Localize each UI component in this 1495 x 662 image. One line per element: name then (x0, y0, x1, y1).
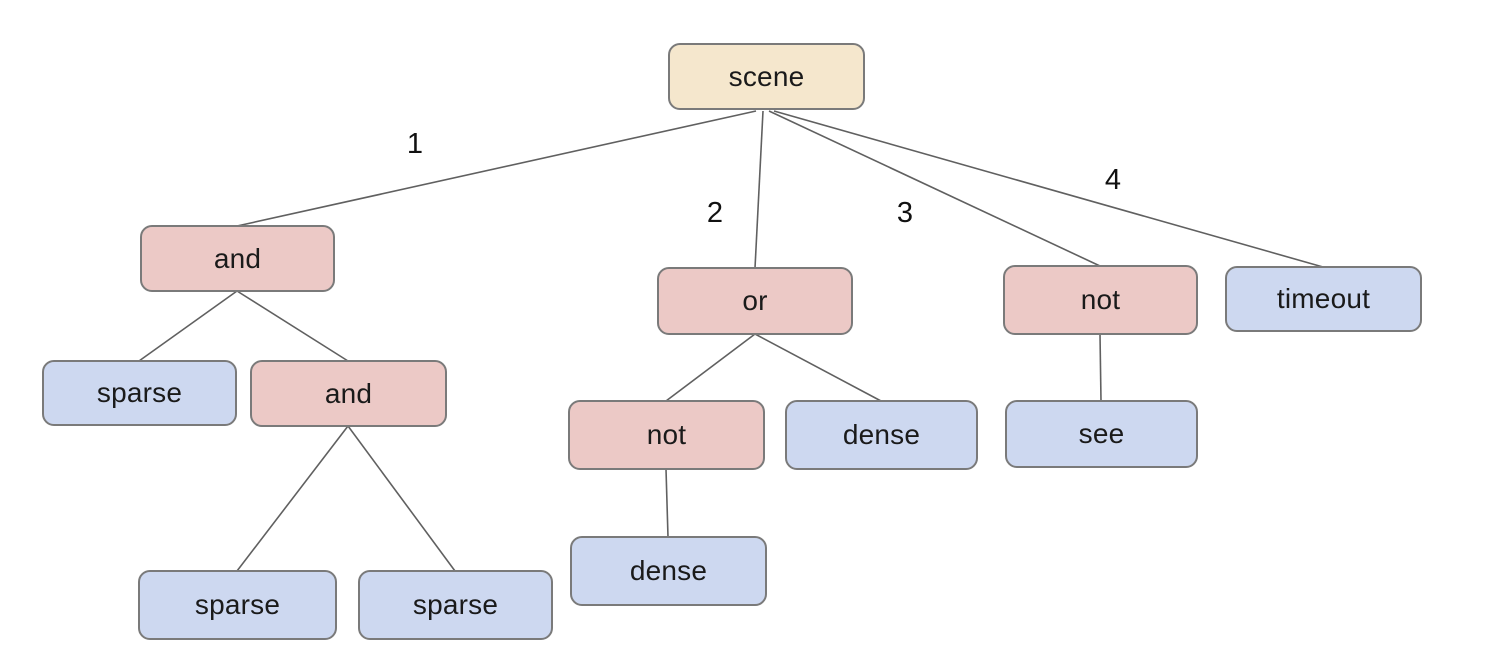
node-dense-2: dense (570, 536, 767, 606)
edge-scene-timeout (773, 110, 1324, 268)
node-or: or (657, 267, 853, 335)
node-sparse-3: sparse (358, 570, 553, 640)
node-see: see (1005, 400, 1198, 468)
edge-scene-or (754, 110, 764, 269)
edge-label-3: 3 (896, 197, 914, 229)
node-timeout: timeout (1225, 266, 1422, 332)
edge-and-sparse (138, 290, 238, 362)
node-scene: scene (668, 43, 865, 110)
edge-and2-sparse-right (347, 425, 456, 572)
node-sparse-1: sparse (42, 360, 237, 426)
edge-or-not (665, 333, 756, 402)
edge-scene-not (768, 110, 1101, 267)
edge-and2-sparse-left (236, 425, 349, 572)
edge-not-see (1099, 333, 1102, 402)
edge-label-1: 1 (406, 128, 424, 160)
node-not-2: not (568, 400, 765, 470)
edge-label-4: 4 (1104, 164, 1122, 196)
edge-not2-dense (665, 468, 669, 538)
edge-scene-and (236, 110, 757, 227)
node-not-1: not (1003, 265, 1198, 335)
edge-label-2: 2 (706, 197, 724, 229)
node-sparse-2: sparse (138, 570, 337, 640)
node-dense-1: dense (785, 400, 978, 470)
node-and-2: and (250, 360, 447, 427)
edge-or-dense (754, 333, 882, 402)
edge-and-and (236, 290, 349, 362)
node-and-1: and (140, 225, 335, 292)
